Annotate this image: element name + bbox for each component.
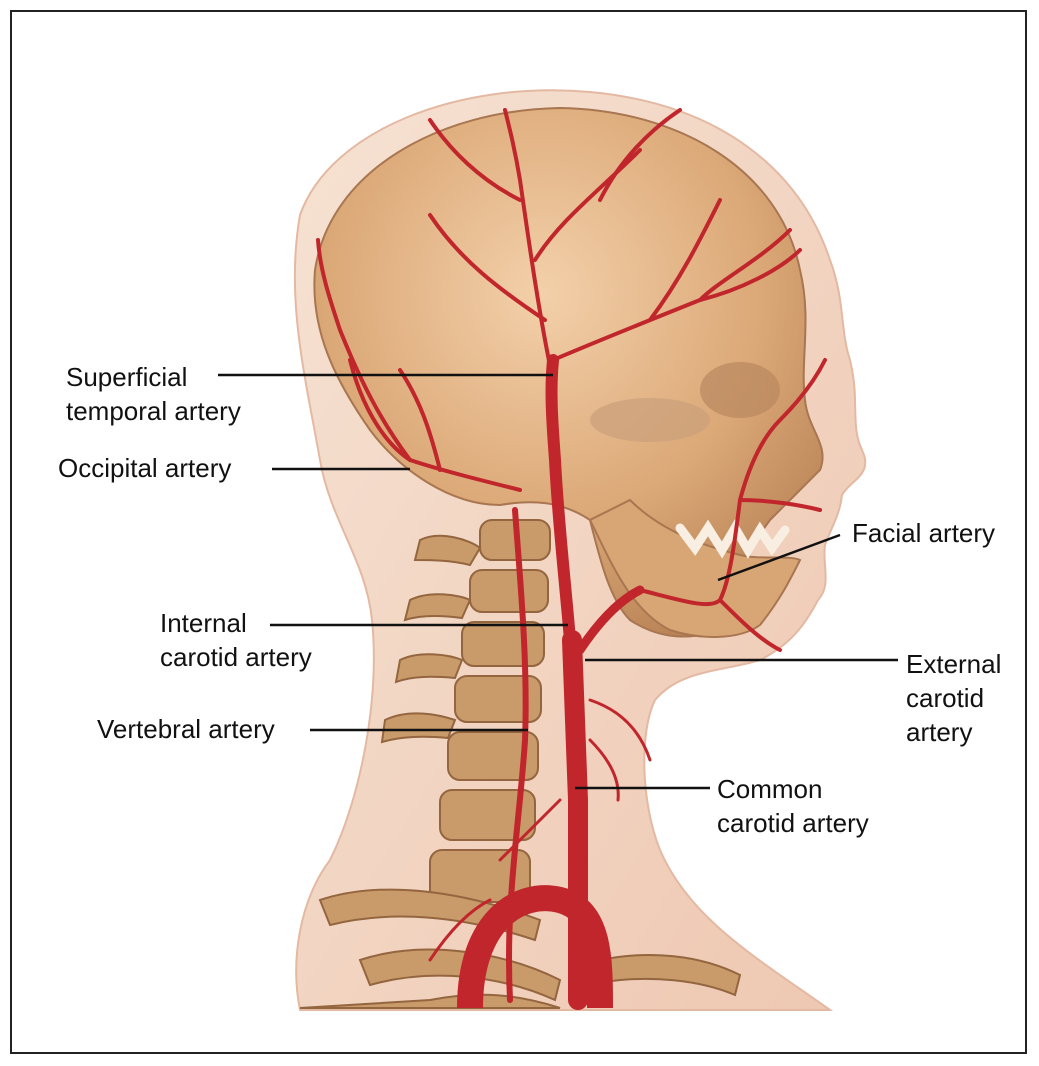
- orbit: [700, 362, 780, 418]
- label-occipital-artery: Occipital artery: [58, 451, 231, 485]
- label-internal-carotid-artery: Internal carotid artery: [160, 606, 312, 674]
- label-common-carotid-artery: Common carotid artery: [717, 772, 869, 840]
- label-facial-artery: Facial artery: [852, 516, 995, 550]
- label-external-carotid-artery: External carotid artery: [906, 647, 1001, 749]
- cheekbone: [590, 398, 710, 442]
- common-carotid-artery-vessel: [572, 640, 578, 1000]
- label-superficial-temporal-artery: Superficial temporal artery: [66, 360, 241, 428]
- label-vertebral-artery: Vertebral artery: [97, 712, 275, 746]
